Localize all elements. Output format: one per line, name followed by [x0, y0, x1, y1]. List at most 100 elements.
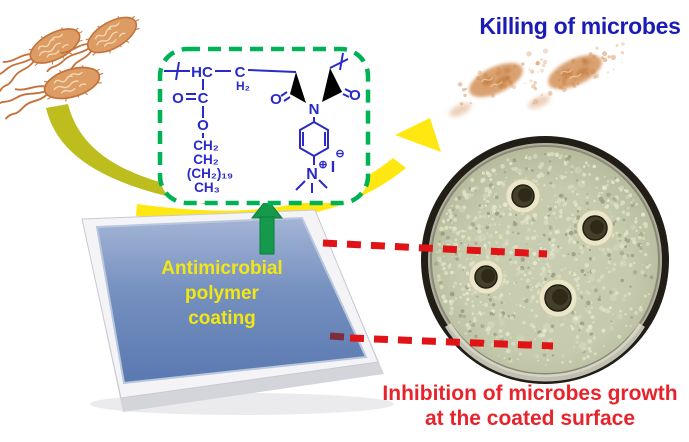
- texture-dot: [449, 291, 455, 297]
- texture-dot: [601, 248, 605, 252]
- texture-dot: [602, 308, 607, 312]
- texture-dot: [557, 274, 562, 279]
- texture-dot: [639, 305, 643, 309]
- texture-dot: [502, 273, 508, 278]
- texture-dot: [515, 213, 518, 217]
- texture-dot: [468, 329, 472, 333]
- texture-dot: [464, 194, 470, 200]
- texture-dot: [494, 192, 497, 196]
- texture-dot: [550, 225, 555, 230]
- texture-dot: [578, 329, 581, 332]
- texture-dot: [449, 263, 452, 266]
- texture-dot: [629, 307, 633, 311]
- texture-dot: [589, 350, 592, 353]
- texture-dot: [454, 252, 459, 256]
- texture-dot: [593, 288, 598, 293]
- texture-dot: [484, 216, 487, 219]
- texture-dot: [638, 232, 640, 234]
- texture-dot: [625, 324, 628, 328]
- dish-rim-highlight: [445, 323, 645, 382]
- texture-dot: [466, 325, 472, 331]
- texture-dot: [503, 357, 506, 360]
- texture-dot: [471, 194, 474, 197]
- texture-dot: [546, 219, 549, 222]
- texture-dot: [493, 223, 497, 226]
- texture-dot: [587, 324, 593, 330]
- texture-dot: [559, 193, 565, 199]
- texture-dot: [568, 239, 572, 243]
- texture-dot: [576, 240, 580, 244]
- texture-dot: [461, 287, 465, 292]
- texture-dot: [530, 308, 534, 312]
- texture-dot: [606, 71, 610, 74]
- texture-dot: [554, 229, 557, 232]
- texture-dot: [606, 192, 611, 198]
- texture-dot: [455, 231, 460, 236]
- texture-dot: [603, 252, 606, 255]
- texture-dot: [480, 323, 485, 328]
- texture-dot: [512, 169, 515, 172]
- texture-dot: [547, 152, 552, 157]
- texture-dot: [600, 199, 605, 204]
- texture-dot: [519, 352, 522, 356]
- texture-dot: [541, 328, 547, 334]
- texture-dot: [564, 197, 568, 200]
- texture-dot: [472, 219, 475, 222]
- texture-dot: [524, 167, 529, 171]
- texture-dot: [607, 260, 611, 265]
- texture-dot: [609, 210, 611, 213]
- texture-dot: [568, 360, 572, 364]
- texture-dot: [609, 326, 614, 331]
- texture-dot: [470, 187, 474, 191]
- texture-dot: [493, 295, 497, 299]
- texture-dot: [576, 287, 580, 291]
- texture-dot: [454, 213, 458, 217]
- texture-dot: [458, 313, 463, 318]
- texture-dot: [502, 213, 505, 216]
- texture-dot: [508, 292, 511, 295]
- texture-dot: [643, 231, 646, 234]
- texture-dot: [477, 210, 482, 214]
- texture-dot: [564, 175, 567, 179]
- texture-dot: [442, 255, 445, 258]
- texture-dot: [641, 264, 644, 266]
- texture-dot: [607, 55, 611, 59]
- texture-dot: [550, 316, 553, 319]
- texture-dot: [580, 349, 584, 353]
- texture-dot: [471, 300, 474, 303]
- texture-dot: [462, 205, 467, 209]
- texture-dot: [474, 334, 478, 338]
- texture-dot: [458, 321, 461, 324]
- texture-dot: [577, 205, 582, 211]
- texture-dot: [495, 336, 498, 339]
- texture-dot: [459, 196, 462, 199]
- dish-agar: [432, 147, 658, 373]
- texture-dot: [540, 68, 544, 73]
- texture-dot: [475, 185, 480, 190]
- texture-dot: [605, 204, 610, 209]
- texture-dot: [629, 263, 632, 265]
- texture-dot: [459, 282, 463, 286]
- texture-dot: [524, 82, 527, 85]
- texture-dot: [491, 207, 496, 212]
- texture-dot: [575, 179, 579, 182]
- texture-dot: [471, 304, 475, 308]
- texture-dot: [515, 168, 523, 176]
- texture-dot: [582, 356, 586, 361]
- texture-dot: [448, 300, 452, 304]
- texture-dot: [529, 283, 532, 286]
- texture-dot: [445, 212, 449, 215]
- texture-dot: [481, 346, 484, 349]
- texture-dot: [497, 354, 500, 357]
- texture-dot: [634, 242, 637, 245]
- texture-dot: [495, 294, 502, 301]
- texture-dot: [463, 93, 467, 98]
- texture-dot: [574, 187, 577, 190]
- texture-dot: [537, 183, 540, 186]
- texture-dot: [558, 214, 563, 219]
- texture-dot: [542, 59, 548, 65]
- texture-dot: [537, 359, 540, 362]
- texture-dot: [579, 245, 584, 250]
- texture-dot: [574, 166, 582, 174]
- texture-dot: [441, 294, 446, 300]
